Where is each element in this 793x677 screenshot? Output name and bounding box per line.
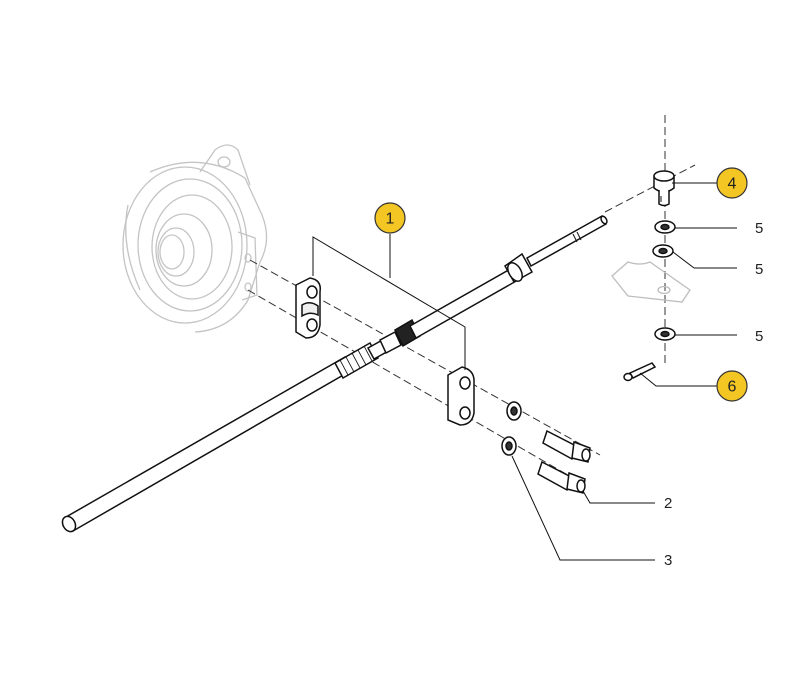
callout-label-3[interactable]: 3 [664, 552, 672, 569]
callout-label-6: 6 [728, 379, 737, 396]
callout-label-2[interactable]: 2 [664, 495, 672, 512]
callout-bubble-1[interactable]: 1 [374, 202, 406, 234]
clamp-lower [447, 366, 475, 426]
control-cable [61, 214, 608, 533]
callout-bubble-4[interactable]: 4 [716, 167, 748, 199]
callout-label-5c[interactable]: 5 [755, 328, 763, 345]
bolts-item-2 [537, 429, 591, 494]
callout-label-1: 1 [386, 211, 395, 228]
leader-lines [312, 182, 737, 561]
washers-item-5 [652, 220, 676, 341]
cotter-pin-item-6 [623, 362, 657, 382]
clamp-upper [295, 277, 322, 339]
ghost-housing [122, 144, 268, 333]
pin-item-4 [653, 170, 675, 207]
washers-item-3 [501, 401, 522, 456]
callout-label-4: 4 [728, 176, 737, 193]
callout-label-5b[interactable]: 5 [755, 261, 763, 278]
callout-bubble-6[interactable]: 6 [716, 370, 748, 402]
callout-label-5a[interactable]: 5 [755, 220, 763, 237]
ghost-bracket [611, 261, 691, 303]
